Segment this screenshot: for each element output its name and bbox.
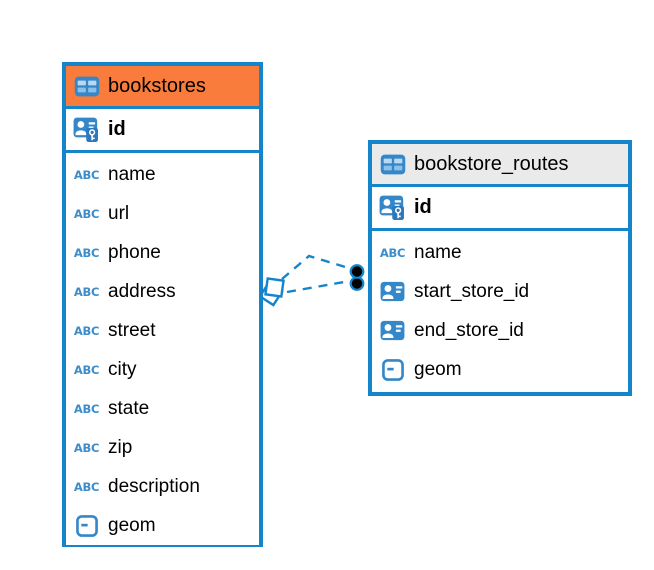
- column-row[interactable]: ABC name: [66, 155, 259, 194]
- column-row[interactable]: start_store_id: [372, 272, 628, 311]
- column-row[interactable]: ABC phone: [66, 233, 259, 272]
- text-type-icon: ABC: [73, 323, 100, 338]
- table-grid-icon: [72, 76, 101, 97]
- relationship-line-start-store[interactable]: [281, 254, 353, 280]
- column-name: start_store_id: [414, 280, 530, 302]
- column-row[interactable]: geom: [372, 350, 628, 389]
- column-name: city: [108, 358, 137, 380]
- column-name: geom: [414, 358, 462, 380]
- column-name: zip: [108, 436, 133, 458]
- column-name: url: [108, 202, 130, 224]
- text-type-icon: ABC: [73, 206, 100, 221]
- column-name: id: [108, 118, 126, 140]
- table-name: bookstore_routes: [414, 152, 569, 175]
- column-name: name: [414, 241, 462, 263]
- column-row[interactable]: end_store_id: [372, 311, 628, 350]
- text-type-icon: ABC: [73, 479, 100, 494]
- text-type-icon: ABC: [73, 401, 100, 416]
- column-row[interactable]: ABC url: [66, 194, 259, 233]
- column-list: ABC name start_store_id end_store_id geo…: [372, 231, 628, 391]
- column-name: end_store_id: [414, 319, 524, 341]
- text-type-icon: ABC: [73, 440, 100, 455]
- column-name: phone: [108, 241, 161, 263]
- column-row-pk[interactable]: id: [372, 187, 628, 231]
- table-header-bookstores[interactable]: bookstores: [66, 66, 259, 109]
- column-list: ABC name ABC url ABC phone ABC address A…: [66, 153, 259, 547]
- primary-key-badge-icon: [72, 117, 101, 143]
- geometry-type-icon: [378, 359, 407, 381]
- column-name: id: [414, 196, 432, 218]
- text-type-icon: ABC: [379, 245, 406, 260]
- column-row[interactable]: ABC state: [66, 389, 259, 428]
- column-row[interactable]: ABC street: [66, 311, 259, 350]
- relationship-line-end-store[interactable]: [286, 279, 351, 294]
- column-row[interactable]: ABC city: [66, 350, 259, 389]
- table-name: bookstores: [108, 74, 206, 97]
- table-header-bookstore-routes[interactable]: bookstore_routes: [372, 144, 628, 187]
- column-name: geom: [108, 514, 156, 536]
- text-type-icon: ABC: [73, 167, 100, 182]
- column-row[interactable]: ABC address: [66, 272, 259, 311]
- primary-key-badge-icon: [378, 195, 407, 221]
- text-type-icon: ABC: [73, 362, 100, 377]
- table-bookstore-routes[interactable]: bookstore_routes id ABC name start_store…: [368, 140, 632, 396]
- column-row[interactable]: geom: [66, 506, 259, 545]
- text-type-icon: ABC: [73, 245, 100, 260]
- relationship-diamond-marker: [258, 277, 285, 307]
- table-bookstores[interactable]: bookstores id ABC name ABC url ABC phone…: [62, 62, 263, 547]
- column-row[interactable]: ABC name: [372, 233, 628, 272]
- column-row[interactable]: ABC zip: [66, 428, 259, 467]
- reference-badge-icon: [378, 281, 407, 302]
- text-type-icon: ABC: [73, 284, 100, 299]
- geometry-type-icon: [72, 515, 101, 537]
- column-row-pk[interactable]: id: [66, 109, 259, 153]
- relationship-dot-marker: [349, 264, 365, 291]
- column-name: name: [108, 163, 156, 185]
- column-name: address: [108, 280, 176, 302]
- column-name: street: [108, 319, 156, 341]
- table-grid-icon: [378, 154, 407, 175]
- column-name: description: [108, 475, 200, 497]
- column-name: state: [108, 397, 150, 419]
- column-row[interactable]: ABC description: [66, 467, 259, 506]
- reference-badge-icon: [378, 320, 407, 341]
